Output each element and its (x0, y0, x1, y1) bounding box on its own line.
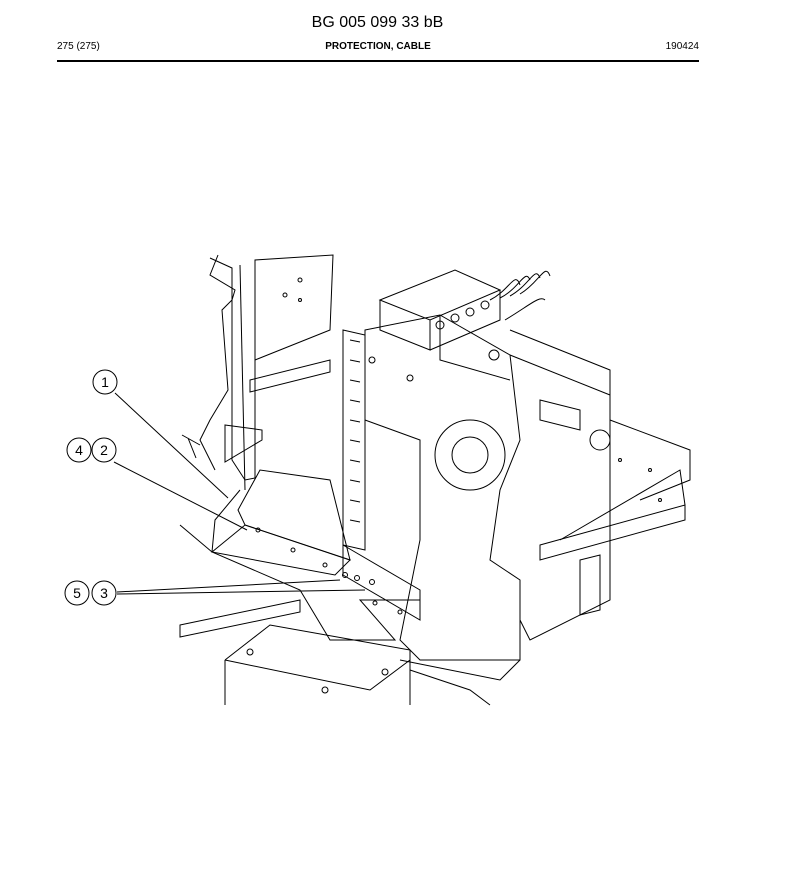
callout-circle-1 (92, 369, 118, 395)
main-plate (364, 314, 521, 681)
left-bracket (181, 254, 334, 491)
cable-protection-sheet (179, 469, 420, 641)
date-code: 190424 (665, 41, 699, 52)
header-rule (57, 60, 699, 62)
callout-circle-4 (66, 437, 92, 463)
callout-circle-5 (64, 580, 90, 606)
callout-label-5: 5 (73, 585, 81, 601)
parts-drawing: 1 4 2 5 3 (0, 240, 794, 710)
callout-balloons (64, 369, 118, 606)
hinge-strip (342, 329, 421, 621)
callout-circle-3 (91, 580, 117, 606)
leader-lines (113, 392, 366, 595)
lower-block (179, 599, 491, 706)
junction-box (378, 269, 551, 351)
document-number: BG 005 099 33 bB (311, 14, 444, 31)
callout-circle-2 (91, 437, 117, 463)
callout-label-3: 3 (100, 585, 108, 601)
section-title: PROTECTION, CABLE (325, 41, 431, 52)
callout-label-4: 4 (75, 442, 83, 458)
page-count: 275 (275) (57, 41, 100, 52)
right-housing (509, 329, 691, 641)
callout-label-2: 2 (100, 442, 108, 458)
callout-label-1: 1 (101, 374, 109, 390)
header-row: 275 (275) PROTECTION, CABLE 190424 (57, 41, 699, 55)
